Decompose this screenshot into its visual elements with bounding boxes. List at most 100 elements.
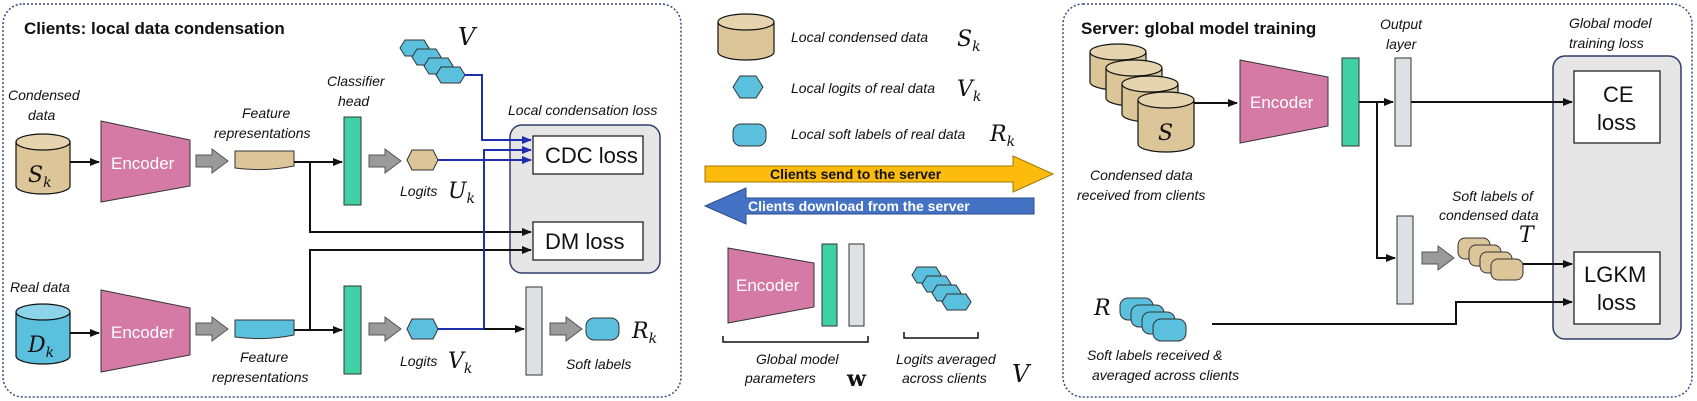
global-params-1: Global model xyxy=(756,351,839,367)
feature-repr-top-2: representations xyxy=(214,125,311,141)
soft-labels-condensed-1: Soft labels of xyxy=(1452,188,1535,204)
soft-received-2: averaged across clients xyxy=(1092,367,1239,383)
lgkm-loss-1: LGKM xyxy=(1584,262,1646,287)
dm-loss-label: DM loss xyxy=(545,229,624,254)
lgkm-loss-box xyxy=(1573,251,1661,325)
logits-v-to-cdc xyxy=(438,146,532,330)
cdc-loss-box xyxy=(532,135,644,175)
output-layer-2: layer xyxy=(1386,36,1418,52)
v-stack-to-cdc xyxy=(465,74,532,144)
encoder-top xyxy=(100,120,191,203)
gray-arrow-1 xyxy=(195,148,229,174)
server-sym-T: T xyxy=(1519,223,1536,248)
sym-S-k: Sk xyxy=(28,163,52,191)
ce-loss-1: CE xyxy=(1603,82,1634,107)
soft-labels-shape xyxy=(585,317,620,341)
left-panel-title: Clients: local data condensation xyxy=(24,19,285,38)
encoder-top-label: Encoder xyxy=(111,154,175,173)
legend-sym3: Rk xyxy=(989,122,1015,150)
sym-D-k: Dk xyxy=(27,333,54,361)
global-output xyxy=(848,243,865,327)
condensed-received-1: Condensed data xyxy=(1090,167,1193,183)
gray-arrow-3 xyxy=(368,148,402,174)
sym-V-k: Vk xyxy=(448,349,472,377)
real-data-label: Real data xyxy=(10,279,70,295)
server-encoder xyxy=(1239,59,1329,144)
global-loss-label-1: Global model xyxy=(1569,15,1652,31)
sym-R-k: Rk xyxy=(631,319,657,347)
feature-repr-top-1: Feature xyxy=(242,105,290,121)
condensed-data-label-2: data xyxy=(28,107,55,123)
server-sym-S: S xyxy=(1158,121,1173,146)
classifier-head-top xyxy=(343,116,362,206)
gray-arrow-5 xyxy=(549,316,583,342)
right-panel xyxy=(1062,3,1693,398)
output-layer-1: Output xyxy=(1380,16,1423,32)
sym-U-k: Uk xyxy=(448,179,475,207)
gray-arrow-4 xyxy=(368,316,402,342)
logits-u-label: Logits xyxy=(400,183,437,199)
server-soft-layer xyxy=(1396,215,1414,305)
soft-labels-condensed-2: condensed data xyxy=(1439,207,1539,223)
param-sym: w xyxy=(846,366,867,392)
ce-loss-box xyxy=(1573,70,1661,144)
legend-sym2: Vk xyxy=(957,77,981,105)
gray-arrow-2 xyxy=(195,316,229,342)
classifier-head-bottom xyxy=(343,285,362,375)
logits-u-shape xyxy=(406,149,439,171)
logits-avg-1: Logits averaged xyxy=(896,351,997,367)
encoder-bottom-label: Encoder xyxy=(111,323,175,342)
dm-loss-box xyxy=(532,221,644,261)
feat-bot-to-dm xyxy=(309,246,532,330)
logits-v-shape xyxy=(406,318,439,340)
soft-labels-label: Soft labels xyxy=(566,356,631,372)
global-head xyxy=(821,243,838,327)
right-panel-title: Server: global model training xyxy=(1081,19,1316,38)
condensed-received-2: received from clients xyxy=(1077,187,1205,203)
soft-labels-received-stack xyxy=(1119,297,1187,342)
logits-v-label: Logits xyxy=(400,353,437,369)
legend-softlabel xyxy=(732,123,767,147)
legend-hexagon xyxy=(732,75,764,99)
ce-loss-2: loss xyxy=(1597,110,1636,135)
logits-avg-stack xyxy=(911,266,972,311)
feature-repr-bottom-shape xyxy=(234,319,295,340)
server-encoder-label: Encoder xyxy=(1250,93,1314,112)
classifier-head-1: Classifier xyxy=(327,73,386,89)
lgkm-loss-2: loss xyxy=(1597,290,1636,315)
logits-avg-2: across clients xyxy=(902,370,987,386)
cdc-loss-label: CDC loss xyxy=(545,143,638,168)
legend-sym1: Sk xyxy=(957,27,981,55)
local-loss-label: Local condensation loss xyxy=(508,102,657,118)
logits-sym: V xyxy=(1012,360,1032,388)
feature-repr-bottom-1: Feature xyxy=(240,349,288,365)
left-panel xyxy=(2,3,682,398)
soft-labels-condensed-stack xyxy=(1457,237,1524,281)
download-arrow-label: Clients download from the server xyxy=(748,198,970,214)
logits-avg-bracket xyxy=(903,332,979,339)
real-data-cylinder xyxy=(15,303,71,365)
feature-repr-top-shape xyxy=(234,150,295,171)
soft-received-to-lgkm xyxy=(1212,298,1573,325)
global-loss-label-2: training loss xyxy=(1569,35,1644,51)
global-encoder xyxy=(727,247,815,324)
send-arrow-label: Clients send to the server xyxy=(770,166,942,182)
global-params-2: parameters xyxy=(744,370,816,386)
encoder-bottom xyxy=(100,289,191,373)
soft-label-layer xyxy=(525,286,543,376)
feature-repr-bottom-2: representations xyxy=(212,369,309,385)
gray-arrow-server xyxy=(1421,245,1455,271)
server-condensed-stack xyxy=(1089,43,1195,153)
feat-top-to-dm xyxy=(309,162,532,236)
classifier-head-2: head xyxy=(338,93,370,109)
sym-V-top: V xyxy=(458,23,478,51)
head-to-soft-layer xyxy=(1376,102,1396,262)
global-encoder-label: Encoder xyxy=(736,276,800,295)
server-sym-R: R xyxy=(1093,296,1111,321)
send-arrow xyxy=(704,155,1055,193)
legend-cylinder xyxy=(717,13,775,61)
soft-received-1: Soft labels received & xyxy=(1087,347,1222,363)
download-arrow xyxy=(703,187,1035,225)
legend-item3: Local soft labels of real data xyxy=(791,126,966,142)
condensed-data-label-1: Condensed xyxy=(8,87,81,103)
